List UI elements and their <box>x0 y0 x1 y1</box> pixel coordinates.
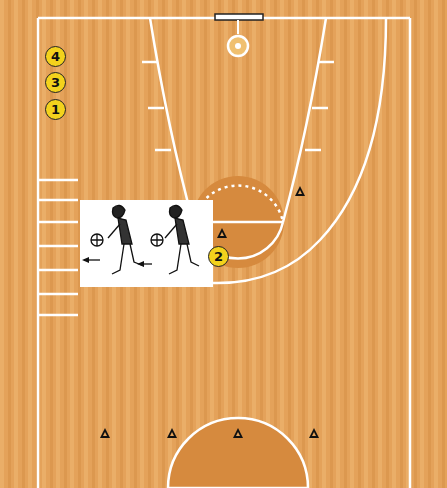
player-number: 4 <box>51 50 60 63</box>
player-number: 3 <box>51 76 60 89</box>
dribble-illustration <box>80 200 213 287</box>
player-number: 2 <box>214 250 223 263</box>
player-marker: 3 <box>45 72 66 93</box>
player-marker: 2 <box>208 246 229 267</box>
player-number: 1 <box>51 103 60 116</box>
player-marker: 1 <box>45 99 66 120</box>
player-marker: 4 <box>45 46 66 67</box>
